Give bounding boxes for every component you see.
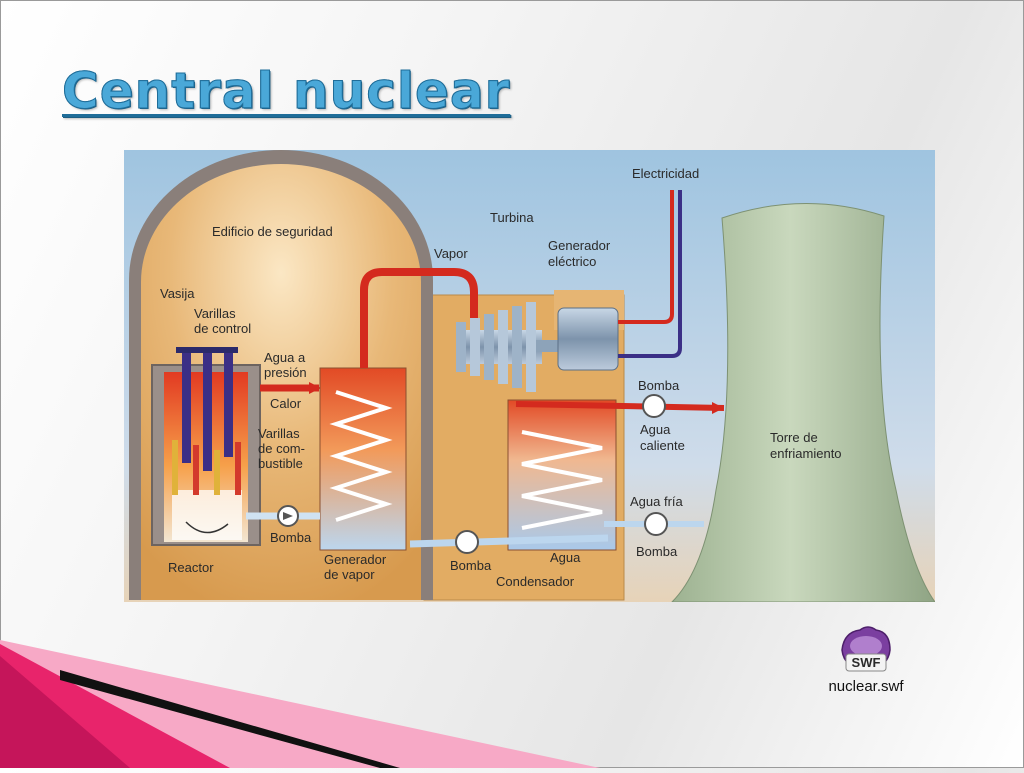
control-rod bbox=[224, 353, 233, 457]
steam-pipe bbox=[360, 268, 478, 368]
electric-generator bbox=[557, 307, 619, 371]
turbine bbox=[456, 302, 560, 392]
label-agua-fria: Agua fría bbox=[630, 494, 684, 509]
label-vasija: Vasija bbox=[160, 286, 195, 301]
flow-arrow bbox=[309, 382, 321, 394]
fuel-rod bbox=[193, 445, 199, 495]
swf-file-icon[interactable]: SWF bbox=[838, 624, 894, 676]
label-electricidad: Electricidad bbox=[632, 166, 699, 181]
cooling-tower bbox=[671, 203, 935, 602]
control-rod-bar bbox=[176, 347, 238, 353]
fuel-rod bbox=[214, 450, 220, 495]
cold-water-pump bbox=[644, 512, 668, 536]
label-turbina: Turbina bbox=[490, 210, 534, 225]
label-agua-condensador: Agua bbox=[550, 550, 581, 565]
label-generador-vapor: de vapor bbox=[324, 567, 375, 582]
label-generador-electrico: Generador bbox=[548, 238, 611, 253]
label-condensador: Condensador bbox=[496, 574, 575, 589]
slide-title: Central nuclear bbox=[61, 62, 511, 121]
diagram-svg: Edificio de seguridad Vasija Varillas de… bbox=[124, 150, 935, 602]
electric-line-blue bbox=[618, 190, 682, 358]
label-generador-electrico: eléctrico bbox=[548, 254, 596, 269]
label-varillas-control: de control bbox=[194, 321, 251, 336]
label-agua-caliente: Agua bbox=[640, 422, 671, 437]
label-bomba-fria: Bomba bbox=[636, 544, 678, 559]
swf-badge: SWF bbox=[852, 655, 881, 670]
label-torre: enfriamiento bbox=[770, 446, 842, 461]
label-edificio: Edificio de seguridad bbox=[212, 224, 333, 239]
label-varillas-combustible: de com- bbox=[258, 441, 305, 456]
decorative-ribbon bbox=[0, 640, 620, 773]
label-varillas-combustible: Varillas bbox=[258, 426, 300, 441]
hot-water-pump bbox=[642, 394, 666, 418]
label-bomba-condensador: Bomba bbox=[450, 558, 492, 573]
label-torre: Torre de bbox=[770, 430, 818, 445]
label-calor: Calor bbox=[270, 396, 302, 411]
steam-generator bbox=[319, 367, 407, 551]
label-generador-vapor: Generador bbox=[324, 552, 387, 567]
control-rod bbox=[203, 353, 212, 471]
attachment-filename[interactable]: nuclear.swf bbox=[828, 678, 904, 695]
condenser bbox=[507, 399, 617, 551]
nuclear-plant-diagram: Edificio de seguridad Vasija Varillas de… bbox=[124, 150, 935, 602]
label-agua-presion: Agua a bbox=[264, 350, 306, 365]
label-reactor: Reactor bbox=[168, 560, 214, 575]
label-varillas-control: Varillas bbox=[194, 306, 236, 321]
label-bomba-reactor: Bomba bbox=[270, 530, 312, 545]
fuel-rod bbox=[172, 440, 178, 495]
label-varillas-combustible: bustible bbox=[258, 456, 303, 471]
label-agua-presion: presión bbox=[264, 365, 307, 380]
label-vapor: Vapor bbox=[434, 246, 468, 261]
steam-generator-coil bbox=[329, 390, 393, 522]
electric-line-red bbox=[618, 190, 674, 324]
condenser-pump bbox=[455, 530, 479, 554]
label-bomba-caliente: Bomba bbox=[638, 378, 680, 393]
flow-arrow bbox=[712, 402, 724, 414]
coolant-flow-arrow bbox=[185, 521, 229, 534]
fuel-rod bbox=[235, 442, 241, 495]
control-rod bbox=[182, 353, 191, 463]
hot-water-to-tower bbox=[515, 401, 725, 411]
condenser-coil bbox=[521, 430, 603, 530]
label-agua-caliente: caliente bbox=[640, 438, 685, 453]
feed-water-pipe bbox=[409, 534, 609, 548]
pump-arrow bbox=[283, 512, 293, 520]
reactor-bottom bbox=[172, 490, 242, 540]
